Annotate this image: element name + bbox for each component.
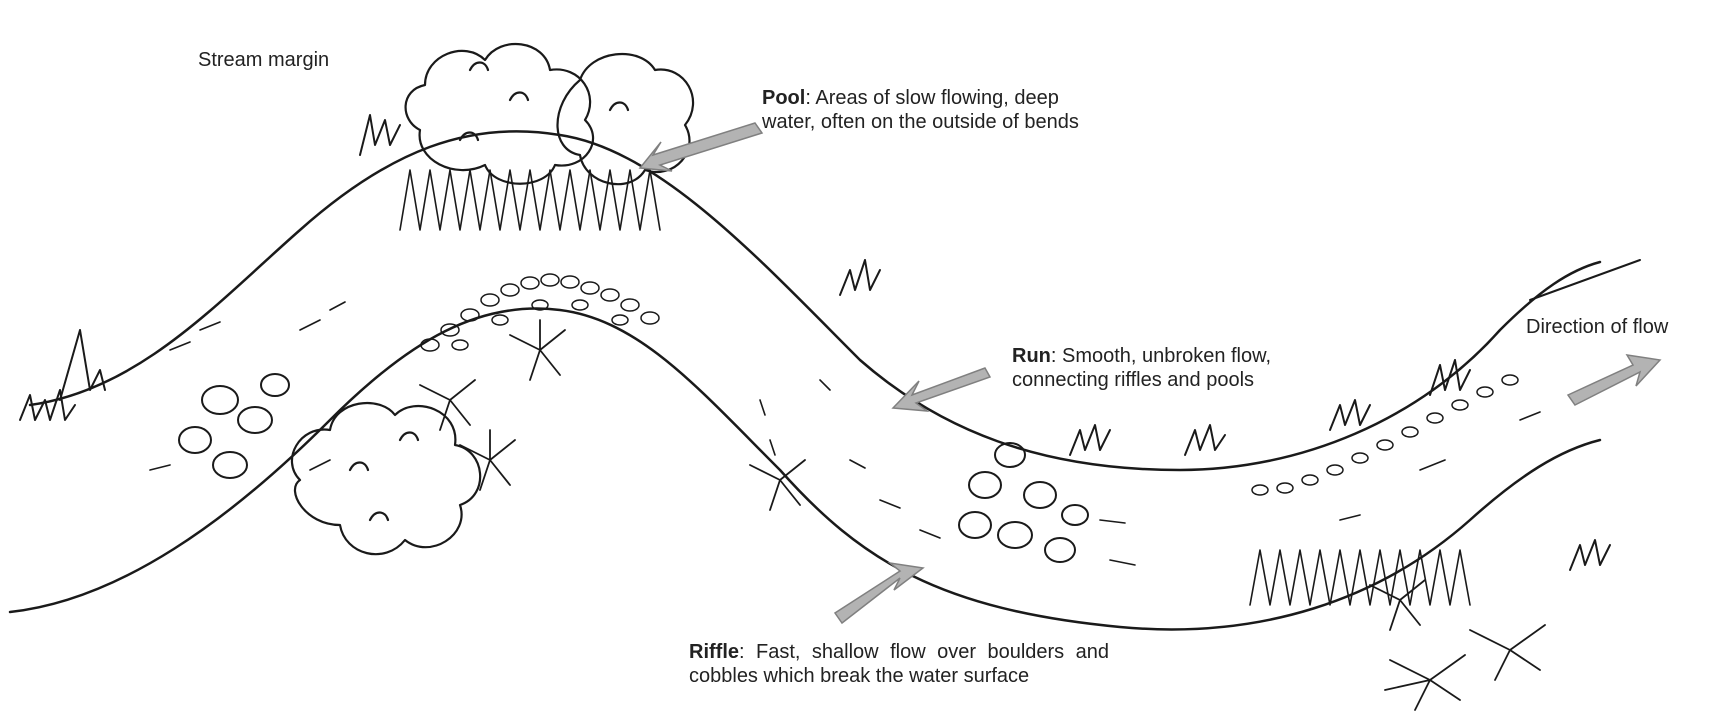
flow-arrow bbox=[1568, 355, 1660, 405]
pool-description: : Areas of slow flowing, deep bbox=[805, 87, 1058, 109]
pool-description-line2: water, often on the outside of bends bbox=[762, 111, 1079, 133]
pool-label: Pool: Areas of slow flowing, deep water,… bbox=[762, 86, 1079, 134]
pool-arrow bbox=[640, 123, 762, 171]
run-description-line2: connecting riffles and pools bbox=[1012, 369, 1254, 391]
riffle-term: Riffle bbox=[689, 641, 739, 663]
run-arrow bbox=[893, 368, 990, 411]
riffle-arrow bbox=[835, 563, 923, 623]
flow-lines bbox=[150, 302, 1540, 565]
direction-of-flow-label: Direction of flow bbox=[1526, 315, 1668, 339]
stream-margin-label: Stream margin bbox=[198, 48, 329, 72]
run-term: Run bbox=[1012, 345, 1051, 367]
riffle-description: : Fast, shallow flow over boulders and c… bbox=[689, 641, 1109, 687]
stream-lower-bank bbox=[10, 308, 1600, 629]
stream-upper-bank bbox=[30, 131, 1600, 470]
pool-term: Pool bbox=[762, 87, 805, 109]
grass-tufts bbox=[20, 115, 1610, 570]
riffle-label: Riffle: Fast, shallow flow over boulders… bbox=[689, 640, 1109, 688]
run-label: Run: Smooth, unbroken flow, connecting r… bbox=[1012, 344, 1271, 392]
run-description: : Smooth, unbroken flow, bbox=[1051, 345, 1271, 367]
